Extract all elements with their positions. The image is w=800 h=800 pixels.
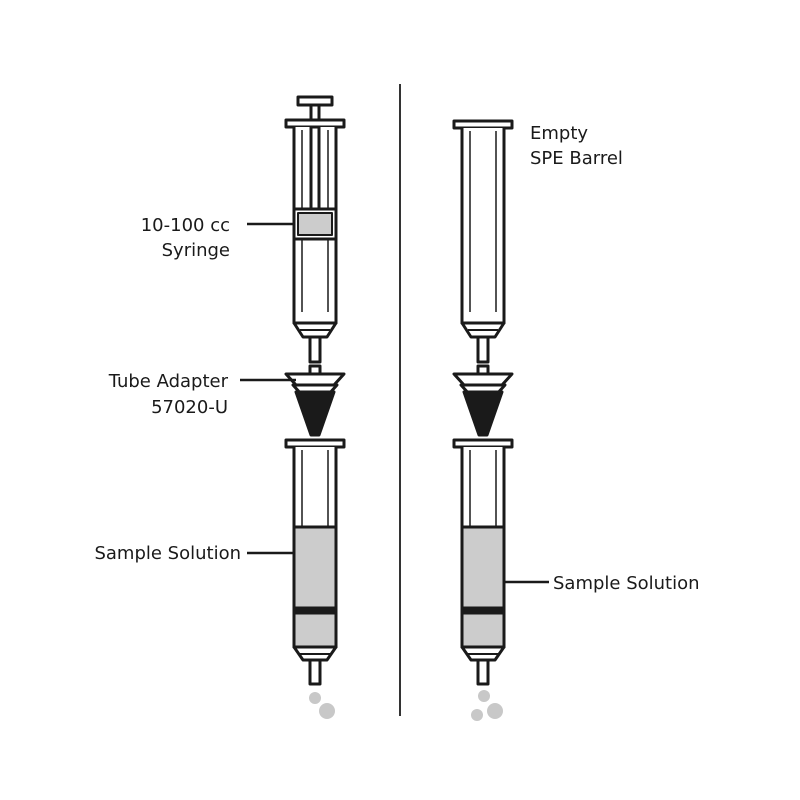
tube-adapter-left bbox=[284, 364, 346, 437]
label-tube-adapter: Tube Adapter bbox=[108, 371, 229, 392]
label-adapter-part: 57020-U bbox=[151, 397, 228, 418]
frit-right bbox=[460, 606, 506, 615]
droplets-left bbox=[309, 692, 335, 719]
sample-solution-fill-left bbox=[292, 525, 338, 649]
label-spe-barrel: SPE Barrel bbox=[530, 148, 623, 169]
label-syringe-size: 10-100 cc bbox=[141, 215, 230, 236]
syringe bbox=[284, 95, 346, 364]
spe-tube-left bbox=[284, 438, 346, 686]
label-sample-solution-right: Sample Solution bbox=[553, 573, 700, 594]
syringe-tip bbox=[308, 335, 322, 364]
sample-solution-fill-right bbox=[460, 525, 506, 649]
spe-tube-right bbox=[452, 438, 514, 686]
label-syringe: Syringe bbox=[162, 240, 230, 261]
empty-spe-barrel bbox=[452, 119, 514, 364]
label-sample-solution-left: Sample Solution bbox=[94, 543, 241, 564]
label-empty: Empty bbox=[530, 123, 588, 144]
tube-adapter-right bbox=[452, 364, 514, 437]
droplets-right bbox=[471, 690, 503, 721]
frit-left bbox=[292, 606, 338, 615]
